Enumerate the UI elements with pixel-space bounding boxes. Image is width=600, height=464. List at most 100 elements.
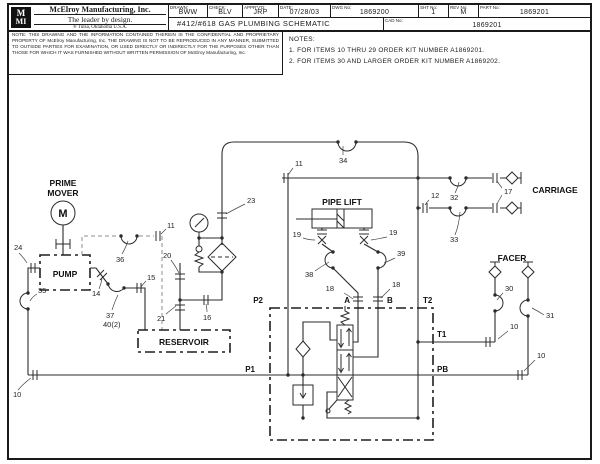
- quick-disconnect-lower-icon: [505, 201, 522, 215]
- spool-blocked-x: [337, 376, 353, 398]
- valve-manifold: [28, 178, 528, 441]
- item-38: 38: [305, 270, 313, 279]
- item-18-a: 18: [326, 284, 334, 293]
- item-21: 21: [157, 314, 165, 323]
- spool-spring-bottom-icon: [343, 399, 353, 415]
- hose-33-icon: [449, 207, 467, 217]
- fitting-16-icon: [203, 295, 209, 305]
- fitting-24-icon: [30, 263, 36, 273]
- field-value: 1869201: [519, 9, 550, 16]
- prime-mover: PRIME MOVER M: [47, 178, 79, 255]
- port-t1: T1: [437, 330, 447, 339]
- field-dwg-no: DWG No:1869200: [331, 5, 419, 17]
- item-19-left: 19: [293, 230, 301, 239]
- field-date: DATE:07/28/03: [279, 5, 331, 17]
- return-line: [326, 391, 418, 419]
- hose-31-icon: [519, 299, 529, 317]
- fitting-20-icon: [175, 273, 185, 280]
- top-loop-line: [337, 141, 419, 418]
- hose-38-icon: [324, 251, 334, 269]
- port-pb: PB: [437, 365, 448, 374]
- field-label: SHT No:: [420, 5, 438, 10]
- spool-lever-ball: [325, 408, 331, 414]
- item-15: 15: [147, 273, 155, 282]
- field-row-1: DRAWN:BWW CHECK:BLV APPR'V'D:JRP DATE:07…: [169, 5, 590, 18]
- item-37: 37: [106, 311, 114, 320]
- item-39: 39: [397, 249, 405, 258]
- drawing-title: #412/#618 GAS PLUMBING SCHEMATIC: [177, 19, 331, 29]
- item-24: 24: [14, 243, 22, 252]
- hose-37-icon: [107, 283, 125, 292]
- item-35: 35: [38, 286, 46, 295]
- item-11-top: 11: [295, 159, 303, 168]
- company-name: McElroy Manufacturing, Inc.: [34, 5, 166, 15]
- item-36: 36: [116, 255, 124, 264]
- field-value: JRP: [253, 9, 268, 16]
- item-10-pb: 10: [537, 351, 545, 360]
- hose-36-icon: [120, 235, 138, 245]
- bypass-spring-icon: [193, 251, 205, 268]
- field-apprvd: APPR'V'D:JRP: [243, 5, 279, 17]
- hose-35-icon: [19, 292, 29, 310]
- field-label: PART No:: [480, 5, 500, 10]
- field-label: DWG No:: [332, 5, 352, 10]
- location-text: Tulsa, Oklahoma U.S.A.: [77, 25, 128, 30]
- field-label: DRAWN:: [170, 5, 189, 10]
- quick-disconnect-upper-icon: [505, 171, 522, 185]
- fitting-17-lower-icon: [492, 203, 498, 213]
- pipe-lift-label: PIPE LIFT: [322, 197, 362, 207]
- facer-circuit: FACER: [488, 253, 535, 375]
- fitting-19-right-icon: [359, 229, 369, 235]
- notes-block: NOTES: 1. FOR ITEMS 10 THRU 29 ORDER KIT…: [289, 35, 500, 67]
- field-cad-no: CAD No:1869201: [384, 18, 590, 30]
- port-p1: P1: [245, 365, 255, 374]
- proprietary-notice: NOTE: THIS DRAWING AND THE INFORMATION C…: [9, 30, 283, 75]
- item-16: 16: [203, 313, 211, 322]
- spool-arrows-2: [338, 352, 352, 374]
- item-32: 32: [450, 193, 458, 202]
- pump-label: PUMP: [53, 269, 78, 279]
- hose-34-icon: [337, 141, 357, 152]
- registered-mark: ®: [72, 25, 77, 30]
- field-sht-no: SHT No:1: [419, 5, 449, 17]
- port-b: B: [387, 296, 393, 305]
- field-label: REV No:: [450, 5, 468, 10]
- needle-valve-right-icon: [359, 235, 369, 245]
- item-40: 40(2): [103, 320, 121, 329]
- prime-mover-label: PRIME: [50, 178, 77, 188]
- item-23: 23: [247, 196, 255, 205]
- field-value: BLV: [218, 9, 232, 16]
- item-30: 30: [505, 284, 513, 293]
- relief-valve-arrow: [299, 385, 307, 399]
- notes-title: NOTES:: [289, 36, 315, 43]
- fitting-23-icon: [217, 212, 227, 219]
- field-check: CHECK:BLV: [208, 5, 243, 17]
- title-block: M MI McElroy Manufacturing, Inc. The lea…: [9, 5, 590, 32]
- field-row-2: #412/#618 GAS PLUMBING SCHEMATIC CAD No:…: [169, 17, 590, 30]
- suction-line: [90, 267, 146, 330]
- field-drawn: DRAWN:BWW: [169, 5, 208, 17]
- port-labels: P1 P2 PB T1 T2 A B: [245, 296, 448, 374]
- item-34: 34: [339, 156, 347, 165]
- fitting-19-left-icon: [317, 229, 327, 235]
- item-18-b: 18: [392, 280, 400, 289]
- logo-top: M: [16, 8, 26, 18]
- field-label: APPR'V'D:: [244, 5, 266, 10]
- pipe-lift: PIPE LIFT: [296, 197, 387, 358]
- field-label: CAD No:: [385, 17, 403, 23]
- item-labels: 24 35 10 36 11 14 37 40(2) 15 20 21 16 2…: [13, 146, 554, 399]
- reservoir-box: [137, 329, 231, 353]
- reservoir-label: RESERVOIR: [159, 337, 209, 347]
- needle-valve-left-icon: [317, 235, 327, 245]
- carriage-label: CARRIAGE: [532, 185, 578, 195]
- motor-letter: M: [58, 208, 67, 220]
- item-10-left: 10: [13, 390, 21, 399]
- port-a: A: [344, 296, 350, 305]
- field-grid: DRAWN:BWW CHECK:BLV APPR'V'D:JRP DATE:07…: [169, 5, 590, 30]
- prime-mover-label2: MOVER: [47, 188, 78, 198]
- item-20: 20: [163, 251, 171, 260]
- pump: PUMP: [39, 254, 91, 291]
- fitting-10-pb-icon: [517, 370, 523, 380]
- port-p2: P2: [253, 296, 263, 305]
- company-tagline: The leader by design.: [34, 15, 166, 25]
